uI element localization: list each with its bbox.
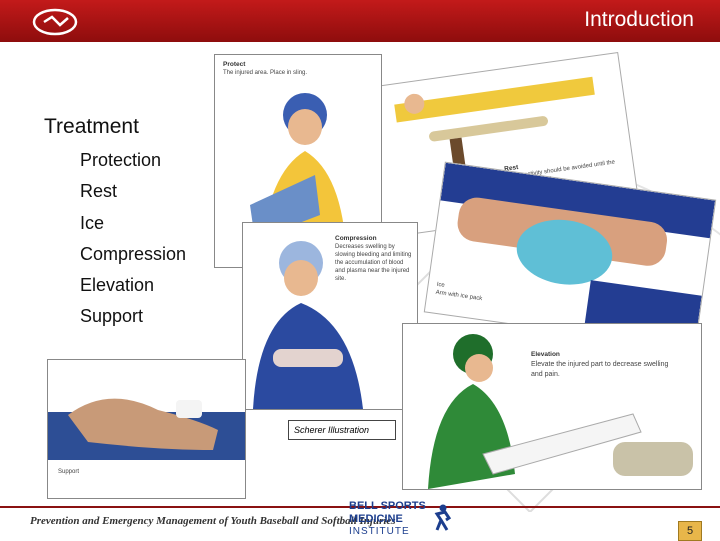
support-caption: Support bbox=[58, 469, 80, 475]
compression-caption: Decreases swelling by slowing bleeding a… bbox=[335, 244, 412, 282]
compression-figure bbox=[253, 241, 363, 409]
compression-illustration: Compression Decreases swelling by slowin… bbox=[242, 222, 418, 410]
list-item: Protection bbox=[80, 150, 162, 170]
protect-title: Protect bbox=[223, 61, 246, 68]
elevation-title: Elevation bbox=[531, 351, 560, 358]
elevation-caption: Elevate the injured part to decrease swe… bbox=[531, 361, 669, 378]
runner-icon bbox=[434, 504, 452, 531]
page-number: 5 bbox=[678, 521, 702, 541]
elevation-illustration: Elevation Elevate the injured part to de… bbox=[402, 323, 702, 490]
rest-figure bbox=[394, 76, 595, 179]
support-figure bbox=[48, 398, 245, 460]
compression-title: Compression bbox=[335, 235, 377, 242]
illustration-credit: Scherer Illustration bbox=[288, 420, 396, 440]
protect-caption: The injured area. Place in sling. bbox=[223, 70, 308, 76]
price-list: Protection Rest Ice Compression Elevatio… bbox=[80, 149, 186, 337]
treatment-heading: Treatment bbox=[44, 115, 139, 138]
list-item: Elevation bbox=[80, 275, 155, 296]
list-item: Ice bbox=[80, 212, 105, 233]
rest-illustration: Rest Sports activity should be avoided u… bbox=[350, 51, 640, 241]
section-title: Introduction bbox=[584, 8, 694, 31]
support-illustration: Support bbox=[47, 359, 246, 499]
list-item: Support bbox=[80, 306, 144, 327]
footer-text: Prevention and Emergency Management of Y… bbox=[30, 515, 396, 527]
footer-divider bbox=[0, 506, 720, 508]
logo-icon bbox=[32, 8, 78, 36]
header-bar: Introduction bbox=[0, 0, 720, 42]
list-item: Rest bbox=[80, 181, 118, 202]
list-item: Compression bbox=[80, 243, 187, 264]
elevation-figure bbox=[428, 334, 693, 489]
institute-logo: BELL SPORTS MEDICINE INSTITUTE bbox=[349, 500, 453, 540]
